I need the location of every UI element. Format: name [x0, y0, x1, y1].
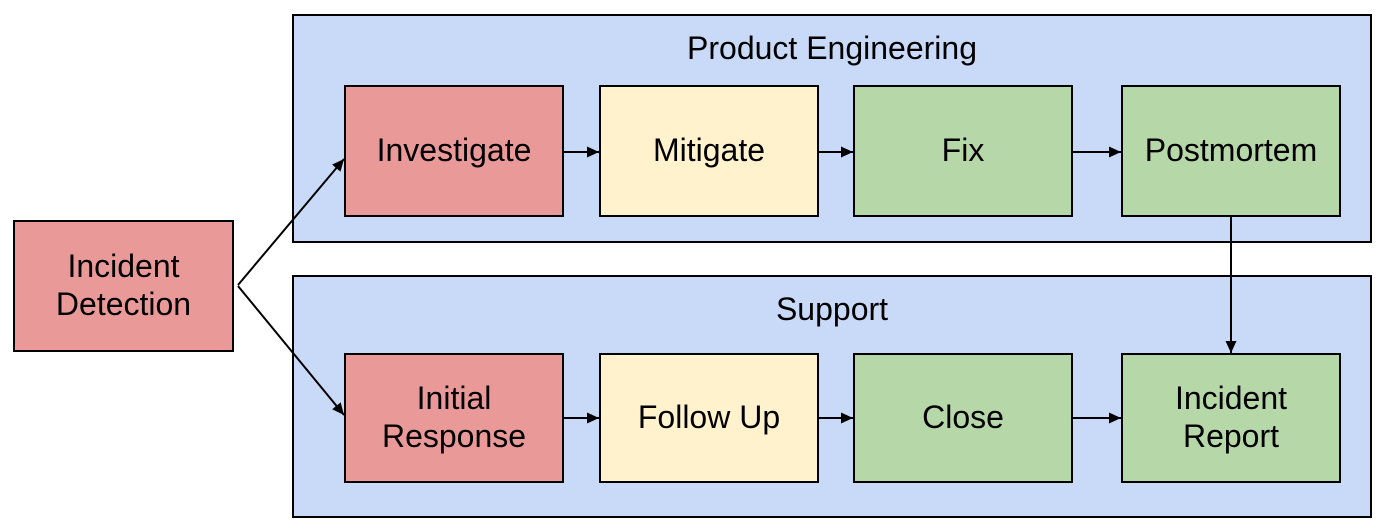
node-initial-response: Initial Response: [344, 353, 564, 483]
node-incident-report: Incident Report: [1121, 353, 1341, 483]
lane-title-product-engineering: Product Engineering: [687, 30, 977, 66]
node-incident-detection: Incident Detection: [13, 220, 234, 352]
node-close: Close: [853, 353, 1073, 483]
node-postmortem: Postmortem: [1121, 85, 1341, 217]
node-mitigate: Mitigate: [599, 85, 819, 217]
lane-title-support: Support: [775, 291, 889, 327]
node-follow-up: Follow Up: [599, 353, 819, 483]
node-fix: Fix: [853, 85, 1073, 217]
node-investigate: Investigate: [344, 85, 564, 217]
